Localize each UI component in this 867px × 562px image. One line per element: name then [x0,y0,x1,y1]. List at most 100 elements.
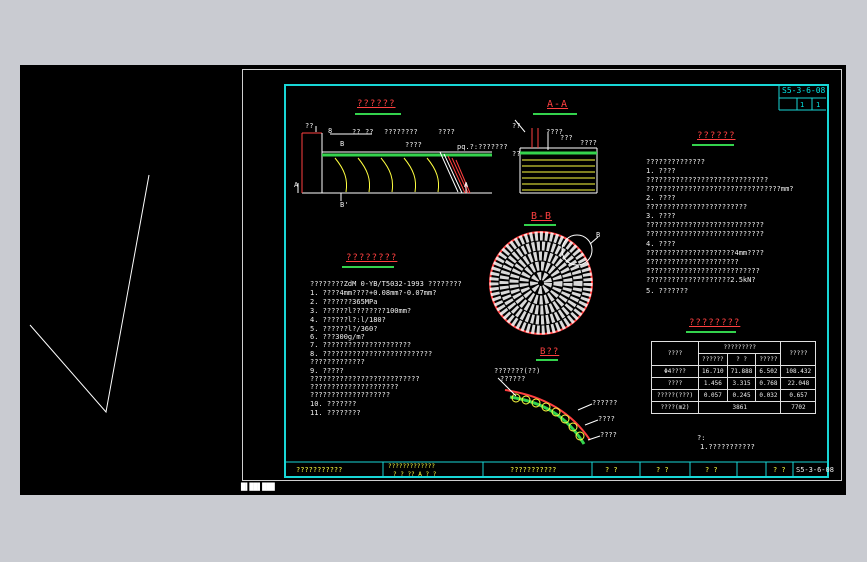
table-cell: 71.888 [726,365,757,378]
tech-req-item: 3. ??????l????????100mm? [310,307,412,315]
tech-req-item: ??????????????????? [310,391,391,399]
detail-b-label: ?????? [592,399,618,407]
section-aa-label: ???? [546,128,563,136]
table-header-cell: ? ? [726,353,757,366]
tech-req-item: 5. ??????l?/360? [310,325,378,333]
section-aa-underline [533,113,577,115]
detail-b-label: ???????(??) [494,367,541,375]
sheet-code-top: S5-3-6-08 [782,86,826,95]
section-bb-drawing [489,231,599,335]
elevation-label: ???? [438,128,455,136]
table-cell: ?????(???) [651,389,699,402]
elevation-label: ?? [352,128,361,136]
tech-req-item: 7. ????????????????????? [310,341,412,349]
notes-item: ?????????????? [646,158,706,166]
section-aa-drawing [514,119,598,194]
page-number: 1 [800,101,805,109]
layout-tab-label[interactable]: █▌██▌███ [240,483,276,491]
tech-req-item: ????????????? [310,358,365,366]
drawing-frame [284,84,829,478]
title-block-code: S5-3-6-08 [796,466,834,474]
table-cell: 0.057 [698,389,728,402]
notes-item: 1. ???? [646,167,676,175]
page-total: 1 [816,101,821,109]
section-aa-label: ?? [512,122,521,130]
cad-viewport[interactable] [20,65,846,495]
tech-req-title: ???????? [346,253,398,263]
section-aa-title: A-A [547,99,569,110]
table-header-cell: ????? [780,341,817,366]
table-cell: Φ4???? [651,365,699,378]
footnote-label: ?: [697,434,706,442]
section-bb-underline [524,224,556,226]
tech-req-item: ????????????????????? [310,383,399,391]
tech-req-item: ????????ZdM 0-YB/T5032-1993 ???????? [310,280,462,288]
table-cell: 3.315 [726,377,757,390]
elevation-title: ?????? [357,99,396,109]
title-block-cell: ? ? [656,466,669,474]
title-block-lines [285,86,828,477]
notes-item: ???????????????????????????? [646,221,765,229]
detail-b-underline [536,359,558,361]
title-block-cell: ? ? [773,466,786,474]
table-cell: 0.245 [726,389,757,402]
table-cell: 108.432 [780,365,817,378]
table-cell: 6.502 [755,365,782,378]
notes-item: ????????????????????2.5kN? [646,276,756,284]
table-row: ????(m2) 3861 7702 [651,401,817,414]
tech-req-item: 10. ??????? [310,400,357,408]
notes-item: ???????????????????????? [646,203,748,211]
material-table-underline [686,331,736,333]
leader-line [29,174,150,414]
elevation-title-underline [355,113,401,115]
elevation-label: ?? [305,122,314,130]
table-cell: 1.456 [698,377,728,390]
section-mark-b: B' [340,201,349,209]
elevation-label: ???? [405,141,422,149]
tech-req-underline [342,266,394,268]
notes-title: ?????? [697,131,736,141]
notes-underline [692,144,734,146]
table-cell: 0.768 [755,377,782,390]
table-cell: 16.710 [698,365,728,378]
tech-req-item: 6. ???300g/m? [310,333,365,341]
title-block-cell: ????????????? [388,463,435,470]
tech-req-item: 9. ????? [310,367,344,375]
notes-item: 3. ???? [646,212,676,220]
detail-b-label: ?????? [500,375,526,383]
notes-item: 2. ???? [646,194,676,202]
tech-req-item: 4. ??????l?:l/180? [310,316,386,324]
section-bb-callout: B [596,231,601,239]
material-table: ???? ????????? ????? ?????? ? ? ????? Φ4… [651,341,817,414]
section-aa-label: ?? [512,150,521,158]
elevation-drawing [297,126,492,201]
tech-req-item: 1. ????4mm????+0.08mm?-0.07mm? [310,289,437,297]
table-cell: 0.657 [780,389,817,402]
elevation-dimension: pq.?:??????? [457,143,508,151]
table-cell: ????(m2) [651,401,699,414]
title-block-cell: ? ? [605,466,618,474]
detail-b-label: ???? [598,415,615,423]
title-block-cell: ? ? [705,466,718,474]
table-header-cell: ????? [755,353,782,366]
table-row: Φ4???? 16.710 71.888 6.502 108.432 [651,365,817,378]
tech-req-item: ?????????????????????????? [310,375,420,383]
notes-item: ??????????????????????????? [646,267,760,275]
table-cell: 22.048 [780,377,817,390]
title-block-cell: ??????????? [510,466,557,474]
table-row: ???? 1.456 3.315 0.768 22.048 [651,377,817,390]
elevation-label: ???????? [384,128,418,136]
detail-b-drawing [497,377,601,445]
section-bb-title: B-B [531,211,553,222]
section-aa-label: ???? [580,139,597,147]
detail-b-title: B?? [540,347,560,357]
tech-req-item: 8. ?????????????????????????? [310,350,433,358]
table-cell: 3861 [697,401,782,414]
elevation-label: 8 [328,127,333,135]
notes-item: 4. ???? [646,240,676,248]
footnote-text: 1.??????????? [700,443,755,451]
table-row: ?????(???) 0.057 0.245 0.032 0.657 [651,389,817,402]
notes-item: ?????????????????????? [646,258,739,266]
section-aa-label: ??? [560,134,573,142]
